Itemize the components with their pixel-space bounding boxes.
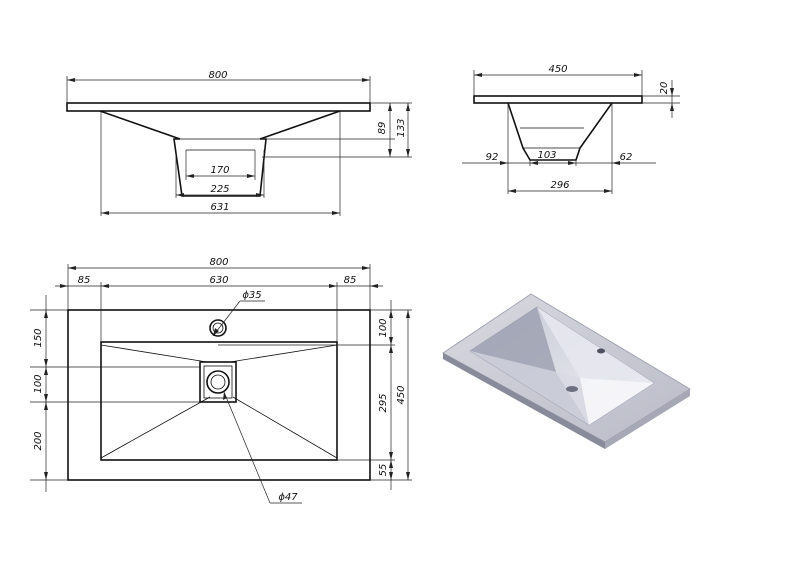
front-view-rim [66,102,371,112]
top-dim-phi-35: ϕ35 [242,290,261,301]
front-view-bowl [99,110,341,197]
top-dim-295: 295 [378,393,389,412]
drain-box [199,361,237,403]
front-dim-225: 225 [210,184,229,195]
top-dim-450: 450 [396,385,407,404]
sink-3d-render [442,293,691,449]
top-dim-100-left: 100 [33,374,44,393]
top-dim-55: 55 [378,464,389,477]
side-dim-103: 103 [537,150,556,161]
side-dim-450: 450 [548,64,567,75]
top-dim-100-right: 100 [378,318,389,337]
drain-hole [206,370,230,394]
top-dim-phi-47: ϕ47 [278,492,298,503]
front-dim-800: 800 [208,70,227,81]
front-dim-89: 89 [377,122,388,135]
top-dim-200: 200 [33,431,44,450]
side-view-rim [473,95,643,104]
side-dim-296: 296 [550,180,569,191]
top-view-outline [67,309,371,481]
side-dim-92: 92 [486,152,499,163]
front-view-drain-lines [180,138,260,151]
top-dim-85-left: 85 [78,275,91,286]
side-dim-20: 20 [659,82,670,95]
top-dim-800: 800 [209,257,228,268]
front-view: 800 89 133 170 225 631 [66,70,412,216]
sink-3d-drain [566,386,578,392]
side-view: 450 20 92 103 62 296 [462,64,680,194]
sink-3d-slab-front [443,353,605,449]
front-dim-170: 170 [210,165,229,176]
top-view: 800 85 630 85 ϕ35 ϕ47 150 10 [30,257,412,504]
top-dim-630: 630 [209,275,228,286]
front-dim-133: 133 [396,118,407,137]
sink-3d-tap-hole [597,348,605,354]
sink-3d-slab-side [605,389,690,449]
side-view-drain-lines [520,127,584,149]
tap-hole [209,319,227,337]
side-dim-62: 62 [620,152,633,163]
top-view-bowl [100,341,338,461]
top-dim-85-right: 85 [344,275,357,286]
front-dim-631: 631 [210,202,229,213]
side-view-bowl [507,102,613,161]
top-dim-150: 150 [33,328,44,347]
